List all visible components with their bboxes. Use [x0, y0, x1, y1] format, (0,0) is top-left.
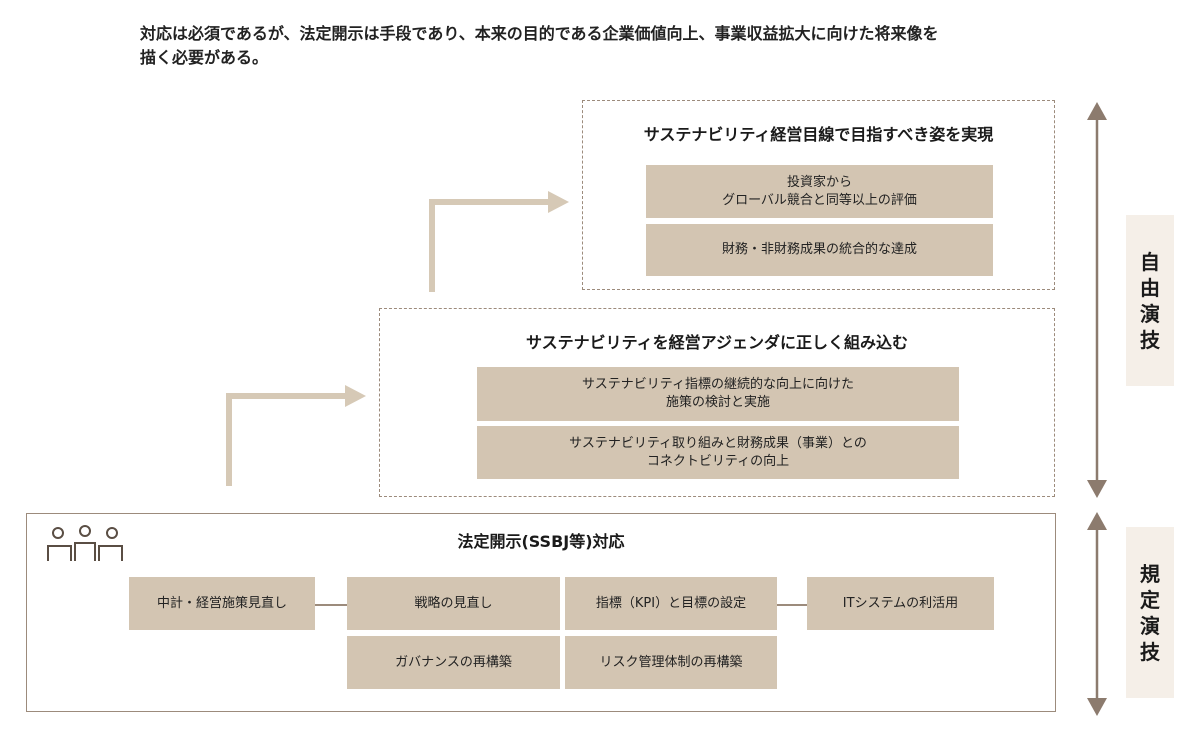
- agenda-item-2-line1: サステナビリティ取り組みと財務成果（事業）との: [569, 435, 867, 451]
- task-risk-management: リスク管理体制の再構築: [565, 636, 777, 689]
- task-strategy-review: 戦略の見直し: [347, 577, 560, 630]
- side-label-free-char-3: 演: [1140, 301, 1160, 326]
- goal-item-1-line2: グローバル競合と同等以上の評価: [722, 192, 917, 208]
- agenda-item-2-line2: コネクトビリティの向上: [646, 453, 790, 469]
- side-arrow-required: [1087, 512, 1107, 716]
- task-strategy-review-label: 戦略の見直し: [414, 595, 493, 611]
- task-governance-label: ガバナンスの再構築: [395, 654, 512, 670]
- side-label-required: 規 定 演 技: [1126, 527, 1174, 698]
- agenda-box: サステナビリティを経営アジェンダに正しく組み込む サステナビリティ指標の継続的な…: [379, 308, 1055, 497]
- disclosure-box: 法定開示(SSBJ等)対応 中計・経営施策見直し 戦略の見直し 指標（KPI）と…: [26, 513, 1056, 712]
- task-kpi-setting-label: 指標（KPI）と目標の設定: [595, 595, 747, 611]
- side-label-required-char-2: 定: [1140, 587, 1160, 612]
- goal-box-title: サステナビリティ経営目線で目指すべき姿を実現: [643, 125, 994, 144]
- side-label-required-char-1: 規: [1140, 561, 1160, 586]
- side-label-required-char-4: 技: [1140, 639, 1160, 664]
- task-it-system: ITシステムの利活用: [807, 577, 994, 630]
- people-icon: [47, 525, 123, 561]
- connector-line-1: [315, 604, 347, 606]
- side-label-free-char-4: 技: [1140, 327, 1160, 352]
- agenda-item-1: サステナビリティ指標の継続的な向上に向けた 施策の検討と実施: [477, 367, 959, 421]
- side-label-free: 自 由 演 技: [1126, 215, 1174, 386]
- goal-box: サステナビリティ経営目線で目指すべき姿を実現 投資家から グローバル競合と同等以…: [582, 100, 1055, 290]
- intro-line-1: 対応は必須であるが、法定開示は手段であり、本来の目的である企業価値向上、事業収益…: [140, 24, 939, 43]
- task-governance: ガバナンスの再構築: [347, 636, 560, 689]
- step-arrow-lower: [226, 385, 366, 486]
- side-arrow-free: [1087, 102, 1107, 498]
- goal-item-2-line1: 財務・非財務成果の統合的な達成: [721, 242, 917, 257]
- agenda-box-title: サステナビリティを経営アジェンダに正しく組み込む: [525, 333, 909, 352]
- agenda-item-2: サステナビリティ取り組みと財務成果（事業）との コネクトビリティの向上: [477, 426, 959, 479]
- connector-line-2: [777, 604, 807, 606]
- task-it-system-label: ITシステムの利活用: [842, 595, 959, 611]
- agenda-item-1-line1: サステナビリティ指標の継続的な向上に向けた: [582, 377, 854, 392]
- side-label-free-char-1: 自: [1140, 249, 1160, 274]
- task-kpi-setting: 指標（KPI）と目標の設定: [565, 577, 777, 630]
- agenda-item-1-line2: 施策の検討と実施: [665, 395, 770, 410]
- task-plan-review: 中計・経営施策見直し: [129, 577, 315, 630]
- step-arrow-upper: [429, 191, 569, 292]
- side-label-free-char-2: 由: [1140, 275, 1160, 300]
- side-label-required-char-3: 演: [1140, 613, 1160, 638]
- intro-line-2: 描く必要がある。: [140, 48, 269, 67]
- goal-item-1-line1: 投資家から: [786, 174, 852, 190]
- goal-item-2: 財務・非財務成果の統合的な達成: [646, 224, 993, 276]
- task-plan-review-label: 中計・経営施策見直し: [156, 595, 287, 611]
- intro-text: 対応は必須であるが、法定開示は手段であり、本来の目的である企業価値向上、事業収益…: [140, 22, 1100, 70]
- goal-item-1: 投資家から グローバル競合と同等以上の評価: [646, 165, 993, 218]
- task-risk-management-label: リスク管理体制の再構築: [599, 654, 743, 670]
- disclosure-box-title: 法定開示(SSBJ等)対応: [457, 532, 625, 551]
